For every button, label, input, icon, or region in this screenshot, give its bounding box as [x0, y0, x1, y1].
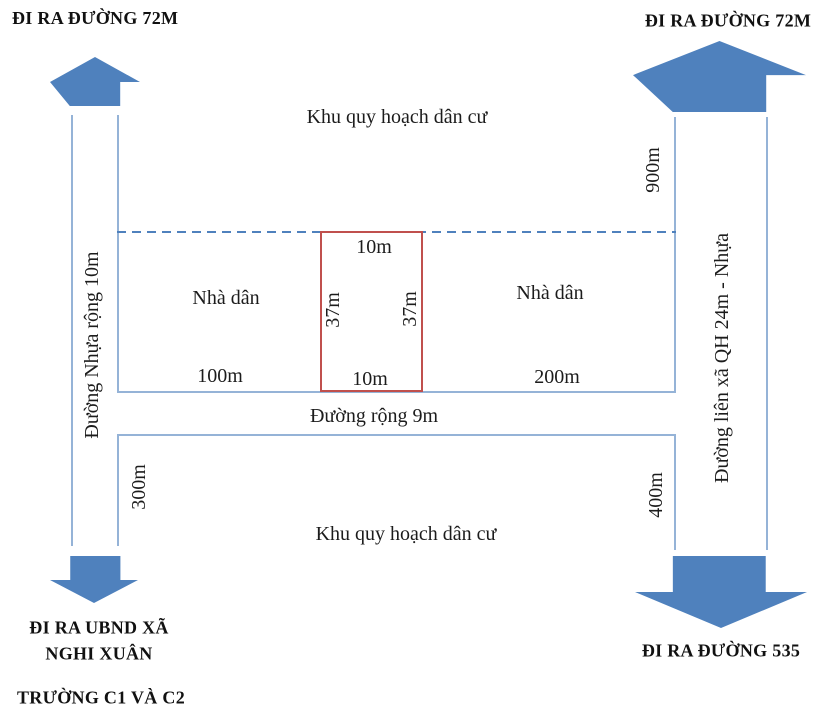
middle-road-name-label: Đường rộng 9m: [309, 405, 439, 427]
title-top-right: ĐI RA ĐƯỜNG 72M: [644, 10, 812, 31]
plot-width-top-label: 10m: [356, 236, 392, 258]
houses-right-label: Nhà dân: [516, 282, 584, 304]
distance-300m-label: 300m: [128, 464, 150, 510]
distance-900m-label: 900m: [642, 147, 664, 193]
title-school: TRƯỜNG C1 VÀ C2: [16, 687, 186, 708]
up-arrow-icon: [50, 57, 140, 106]
right-road-name-label: Đường liên xã QH 24m - Nhựa: [711, 233, 733, 483]
left-road-name-label: Đường Nhựa rộng 10m: [81, 251, 103, 439]
distance-100m-label: 100m: [197, 365, 243, 387]
right-road-inner-line-lower: [674, 434, 676, 550]
up-arrow-icon: [633, 41, 806, 112]
right-road-outer-line: [766, 117, 768, 550]
planning-area-bottom-label: Khu quy hoạch dân cư: [315, 523, 497, 545]
lower-block-top-line: [117, 434, 676, 436]
left-road-outer-line: [71, 115, 73, 546]
plot-width-bottom-label: 10m: [352, 368, 388, 390]
plot-outline: [320, 231, 423, 392]
houses-left-label: Nhà dân: [192, 287, 260, 309]
right-road-inner-line-upper: [674, 117, 676, 392]
down-arrow-icon: [50, 556, 138, 603]
title-bottom-right: ĐI RA ĐƯỜNG 535: [641, 640, 801, 661]
distance-400m-label: 400m: [645, 472, 667, 518]
plot-depth-left-label: 37m: [322, 292, 344, 328]
distance-200m-label: 200m: [534, 366, 580, 388]
plot-depth-right-label: 37m: [399, 291, 421, 327]
planning-area-top-label: Khu quy hoạch dân cư: [306, 106, 488, 128]
left-road-inner-line-upper: [117, 115, 119, 392]
left-road-inner-line-lower: [117, 434, 119, 546]
title-bottom-left-line1: ĐI RA UBND XÃ: [29, 617, 169, 638]
down-arrow-icon: [635, 556, 807, 628]
title-top-left: ĐI RA ĐƯỜNG 72M: [12, 8, 179, 28]
title-bottom-left-line2: NGHI XUÂN: [45, 643, 153, 664]
